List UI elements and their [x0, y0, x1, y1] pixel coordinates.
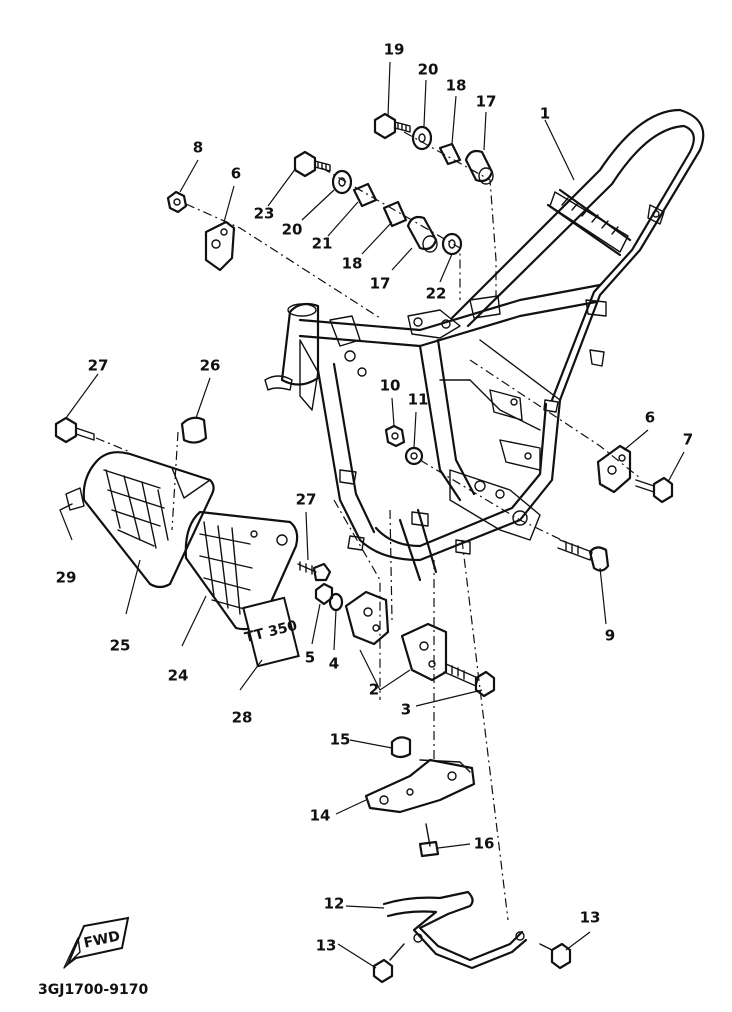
callout-13-right: 13 [580, 909, 601, 927]
callout-22: 22 [426, 285, 447, 303]
callout-labels: 1 2 3 4 5 6 6 7 8 9 10 11 12 13 13 14 15… [56, 41, 694, 955]
callout-18-top: 18 [446, 77, 467, 95]
side-cover-emblem: TT 350 [242, 596, 300, 668]
callout-5: 5 [305, 649, 315, 667]
diagram-code: 3GJ1700-9170 [38, 982, 148, 998]
callout-11: 11 [408, 391, 429, 409]
fwd-label: FWD [82, 928, 121, 951]
side-covers: TT 350 [54, 416, 300, 668]
callout-13-left: 13 [316, 937, 337, 955]
callout-20-lower: 20 [282, 221, 303, 239]
callout-6-right: 6 [645, 409, 655, 427]
callout-7: 7 [683, 431, 693, 449]
skid-plate-bracket [364, 560, 476, 858]
callout-14: 14 [310, 807, 331, 825]
callout-12: 12 [324, 895, 345, 913]
swingarm-mount-hardware [384, 424, 610, 572]
callout-21: 21 [312, 235, 333, 253]
upper-engine-mount-hardware [293, 112, 497, 300]
callout-4: 4 [329, 655, 339, 673]
callout-17-lower: 17 [370, 275, 391, 293]
callout-2: 2 [369, 681, 379, 699]
callout-3: 3 [401, 701, 411, 719]
callout-20-top: 20 [418, 61, 439, 79]
callout-18-lower: 18 [342, 255, 363, 273]
callout-8: 8 [193, 139, 203, 157]
callout-6-left: 6 [231, 165, 241, 183]
callout-1: 1 [540, 105, 550, 123]
callout-15: 15 [330, 731, 351, 749]
callout-24: 24 [168, 667, 189, 685]
callout-10: 10 [380, 377, 401, 395]
callout-29: 29 [56, 569, 77, 587]
callout-25: 25 [110, 637, 131, 655]
callout-9: 9 [605, 627, 615, 645]
callout-28: 28 [232, 709, 253, 727]
callout-leaders [59, 61, 685, 969]
callout-27-left: 27 [88, 357, 109, 375]
callout-27-right: 27 [296, 491, 317, 509]
frame-assembly [264, 108, 705, 582]
forward-direction-badge: FWD [63, 916, 130, 969]
callout-23: 23 [254, 205, 275, 223]
callout-19: 19 [384, 41, 405, 59]
callout-17-top: 17 [476, 93, 497, 111]
lower-engine-mount [297, 499, 496, 700]
callout-16: 16 [474, 835, 495, 853]
rear-mount-brackets [166, 190, 674, 504]
callout-26: 26 [200, 357, 221, 375]
footrest-bar [372, 539, 572, 984]
